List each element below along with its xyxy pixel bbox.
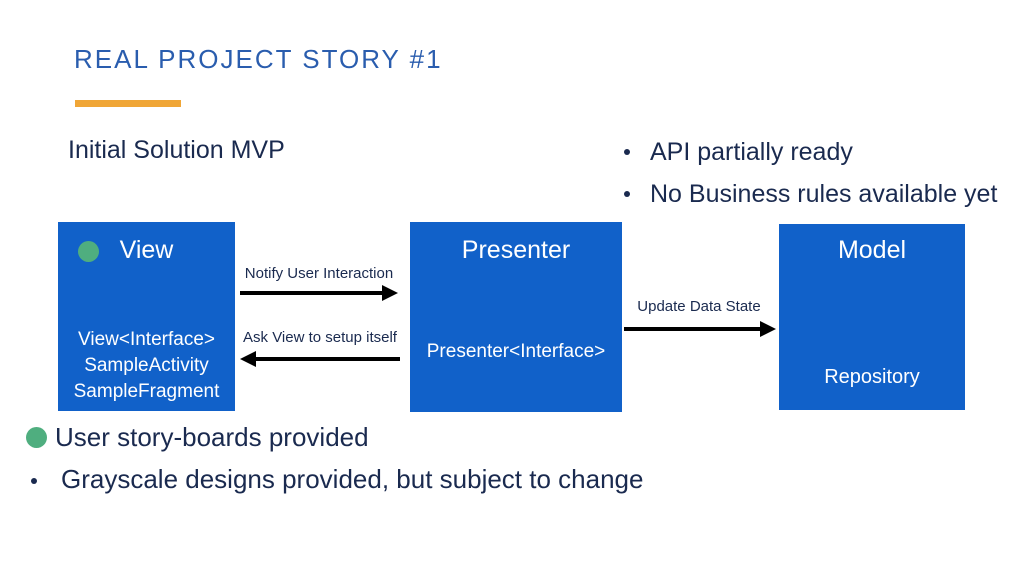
list-item: API partially ready [624, 139, 997, 165]
bottom-bullet-label: Grayscale designs provided, but subject … [61, 464, 644, 494]
diagram-box-model: Model Repository [779, 224, 965, 410]
box-class-line: SampleFragment [73, 381, 220, 402]
slide-title: REAL PROJECT STORY #1 [74, 44, 443, 74]
list-item: No Business rules available yet [624, 181, 997, 207]
arrow-label-notify-user-interaction: Notify User Interaction [244, 265, 394, 282]
slide-subtitle: Initial Solution MVP [68, 136, 285, 164]
box-title: Model [837, 236, 907, 264]
bullet-dot-icon [31, 478, 37, 484]
arrow-right-icon [240, 291, 382, 295]
green-status-circle-icon [78, 241, 99, 262]
arrow-left-icon [256, 357, 400, 361]
box-title: View [119, 236, 174, 264]
arrowhead-right-icon [760, 321, 776, 337]
arrow-label-ask-view-to-setup-itself: Ask View to setup itself [243, 329, 397, 346]
box-class-line: SampleActivity [84, 355, 209, 376]
box-class-line: Presenter<Interface> [426, 341, 606, 362]
box-class-line: Repository [824, 366, 920, 388]
arrow-label-update-data-state: Update Data State [637, 298, 761, 315]
bullet-label: No Business rules available yet [650, 180, 998, 208]
bullet-dot-icon [624, 149, 630, 155]
diagram-box-view: View View<Interface> SampleActivity Samp… [58, 222, 235, 411]
box-class-line: View<Interface> [78, 329, 215, 350]
bottom-bullet-label: User story-boards provided [55, 422, 369, 452]
bullet-dot-icon [624, 191, 630, 197]
arrowhead-right-icon [382, 285, 398, 301]
box-class-list: View<Interface> SampleActivity SampleFra… [58, 327, 235, 405]
title-accent-underline [75, 100, 181, 107]
arrow-right-icon [624, 327, 760, 331]
arrowhead-left-icon [240, 351, 256, 367]
box-title: Presenter [461, 236, 571, 264]
bullet-label: API partially ready [650, 138, 853, 166]
green-circle-bullet-icon [26, 427, 47, 448]
right-bullet-list: API partially ready No Business rules av… [624, 139, 997, 223]
diagram-box-presenter: Presenter Presenter<Interface> [410, 222, 622, 412]
